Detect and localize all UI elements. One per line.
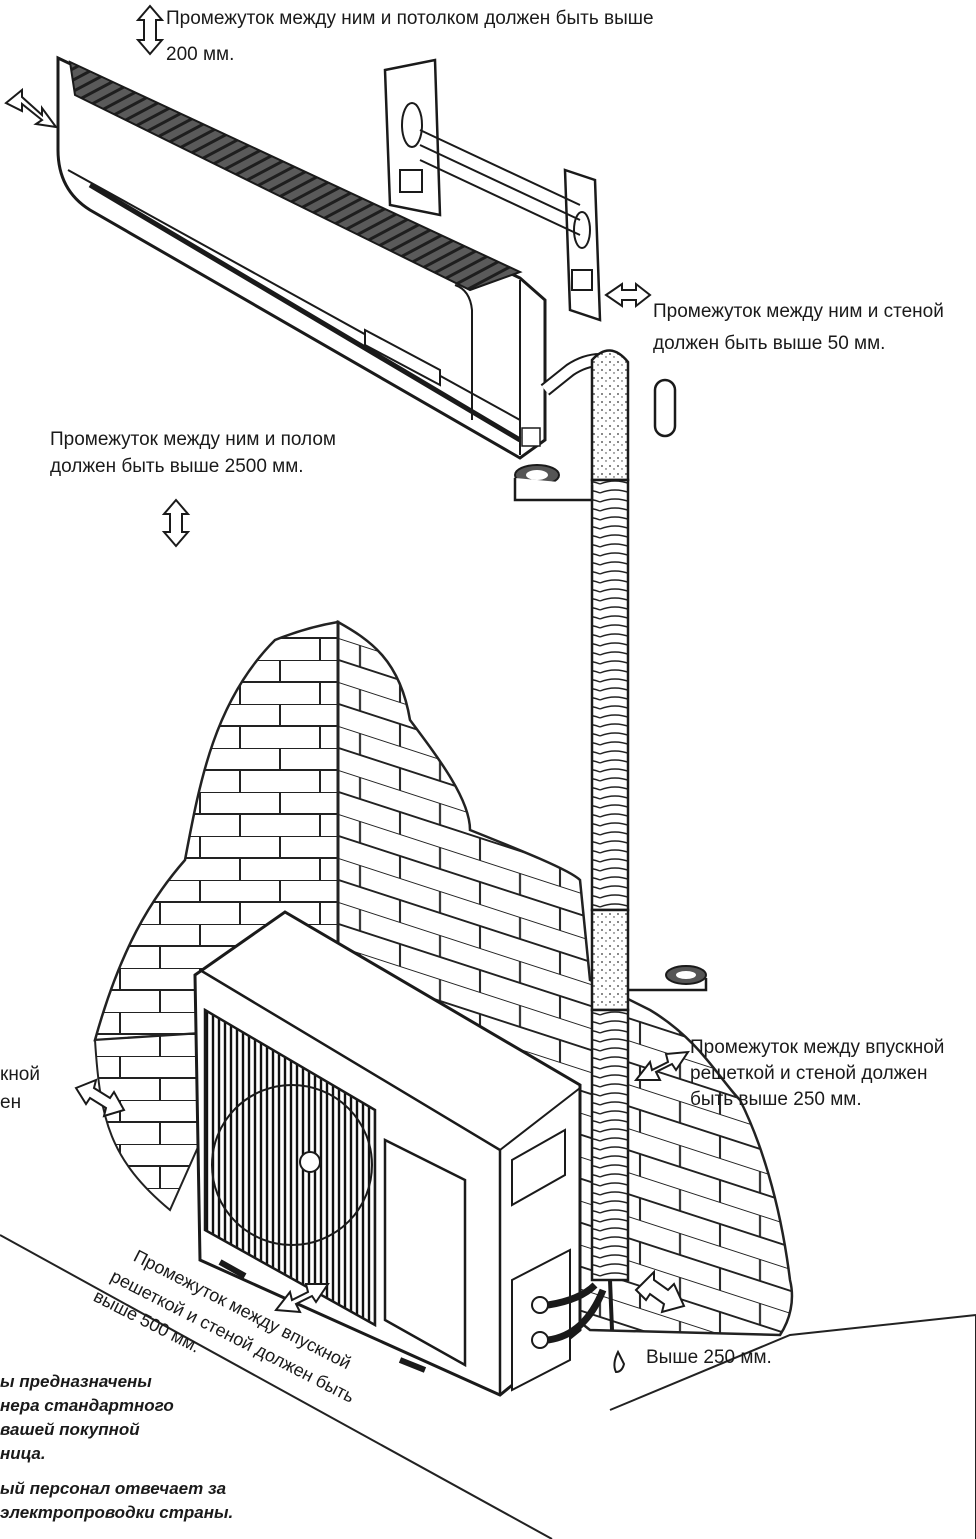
note-2-line-2: электропроводки страны. — [0, 1503, 234, 1522]
intake-arrow-icon — [633, 1050, 690, 1081]
left-clearance-label-1: кной — [0, 1064, 40, 1085]
front-arrow-icon — [274, 1283, 330, 1314]
intake-clearance-label-3: быть выше 250 мм. — [690, 1089, 862, 1110]
side-arrow-icon — [4, 87, 59, 129]
wall-arrow-icon — [604, 281, 652, 309]
note-1-line-3: вашей покупной — [0, 1420, 140, 1439]
floor-clearance-label-1: Промежуток между ним и полом — [50, 429, 336, 450]
left-clearance-label-2: ен — [0, 1092, 22, 1113]
wall-clearance-label-1: Промежуток между ним и стеной — [653, 301, 944, 322]
left-wall-arrow-icon — [74, 1078, 126, 1118]
outdoor-unit — [193, 910, 607, 1397]
floor-slab — [0, 1140, 976, 1539]
ceiling-arrow-icon — [135, 4, 165, 56]
note-1-line-2: нера стандартного — [0, 1396, 174, 1415]
indoor-unit — [56, 55, 547, 460]
note-2-line-1: ый персонал отвечает за — [0, 1479, 227, 1498]
back-arrow-icon — [634, 1269, 686, 1314]
note-1-line-1: ы предназначены — [0, 1372, 152, 1391]
pipe-assembly — [513, 349, 708, 1374]
floor-arrow-icon — [161, 498, 191, 548]
wall-clearance-label-2: должен быть выше 50 мм. — [653, 333, 886, 354]
note-1-line-4: ница. — [0, 1444, 46, 1463]
mounting-plate — [383, 58, 602, 322]
above-250-label: Выше 250 мм. — [646, 1347, 772, 1368]
floor-clearance-label-2: должен быть выше 2500 мм. — [50, 456, 304, 477]
intake-clearance-label-1: Промежуток между впускной — [690, 1037, 945, 1058]
ceiling-clearance-label-2: 200 мм. — [166, 44, 235, 65]
ceiling-clearance-label-1: Промежуток между ним и потолком должен б… — [166, 8, 654, 29]
intake-clearance-label-2: решеткой и стеной должен — [690, 1063, 928, 1084]
